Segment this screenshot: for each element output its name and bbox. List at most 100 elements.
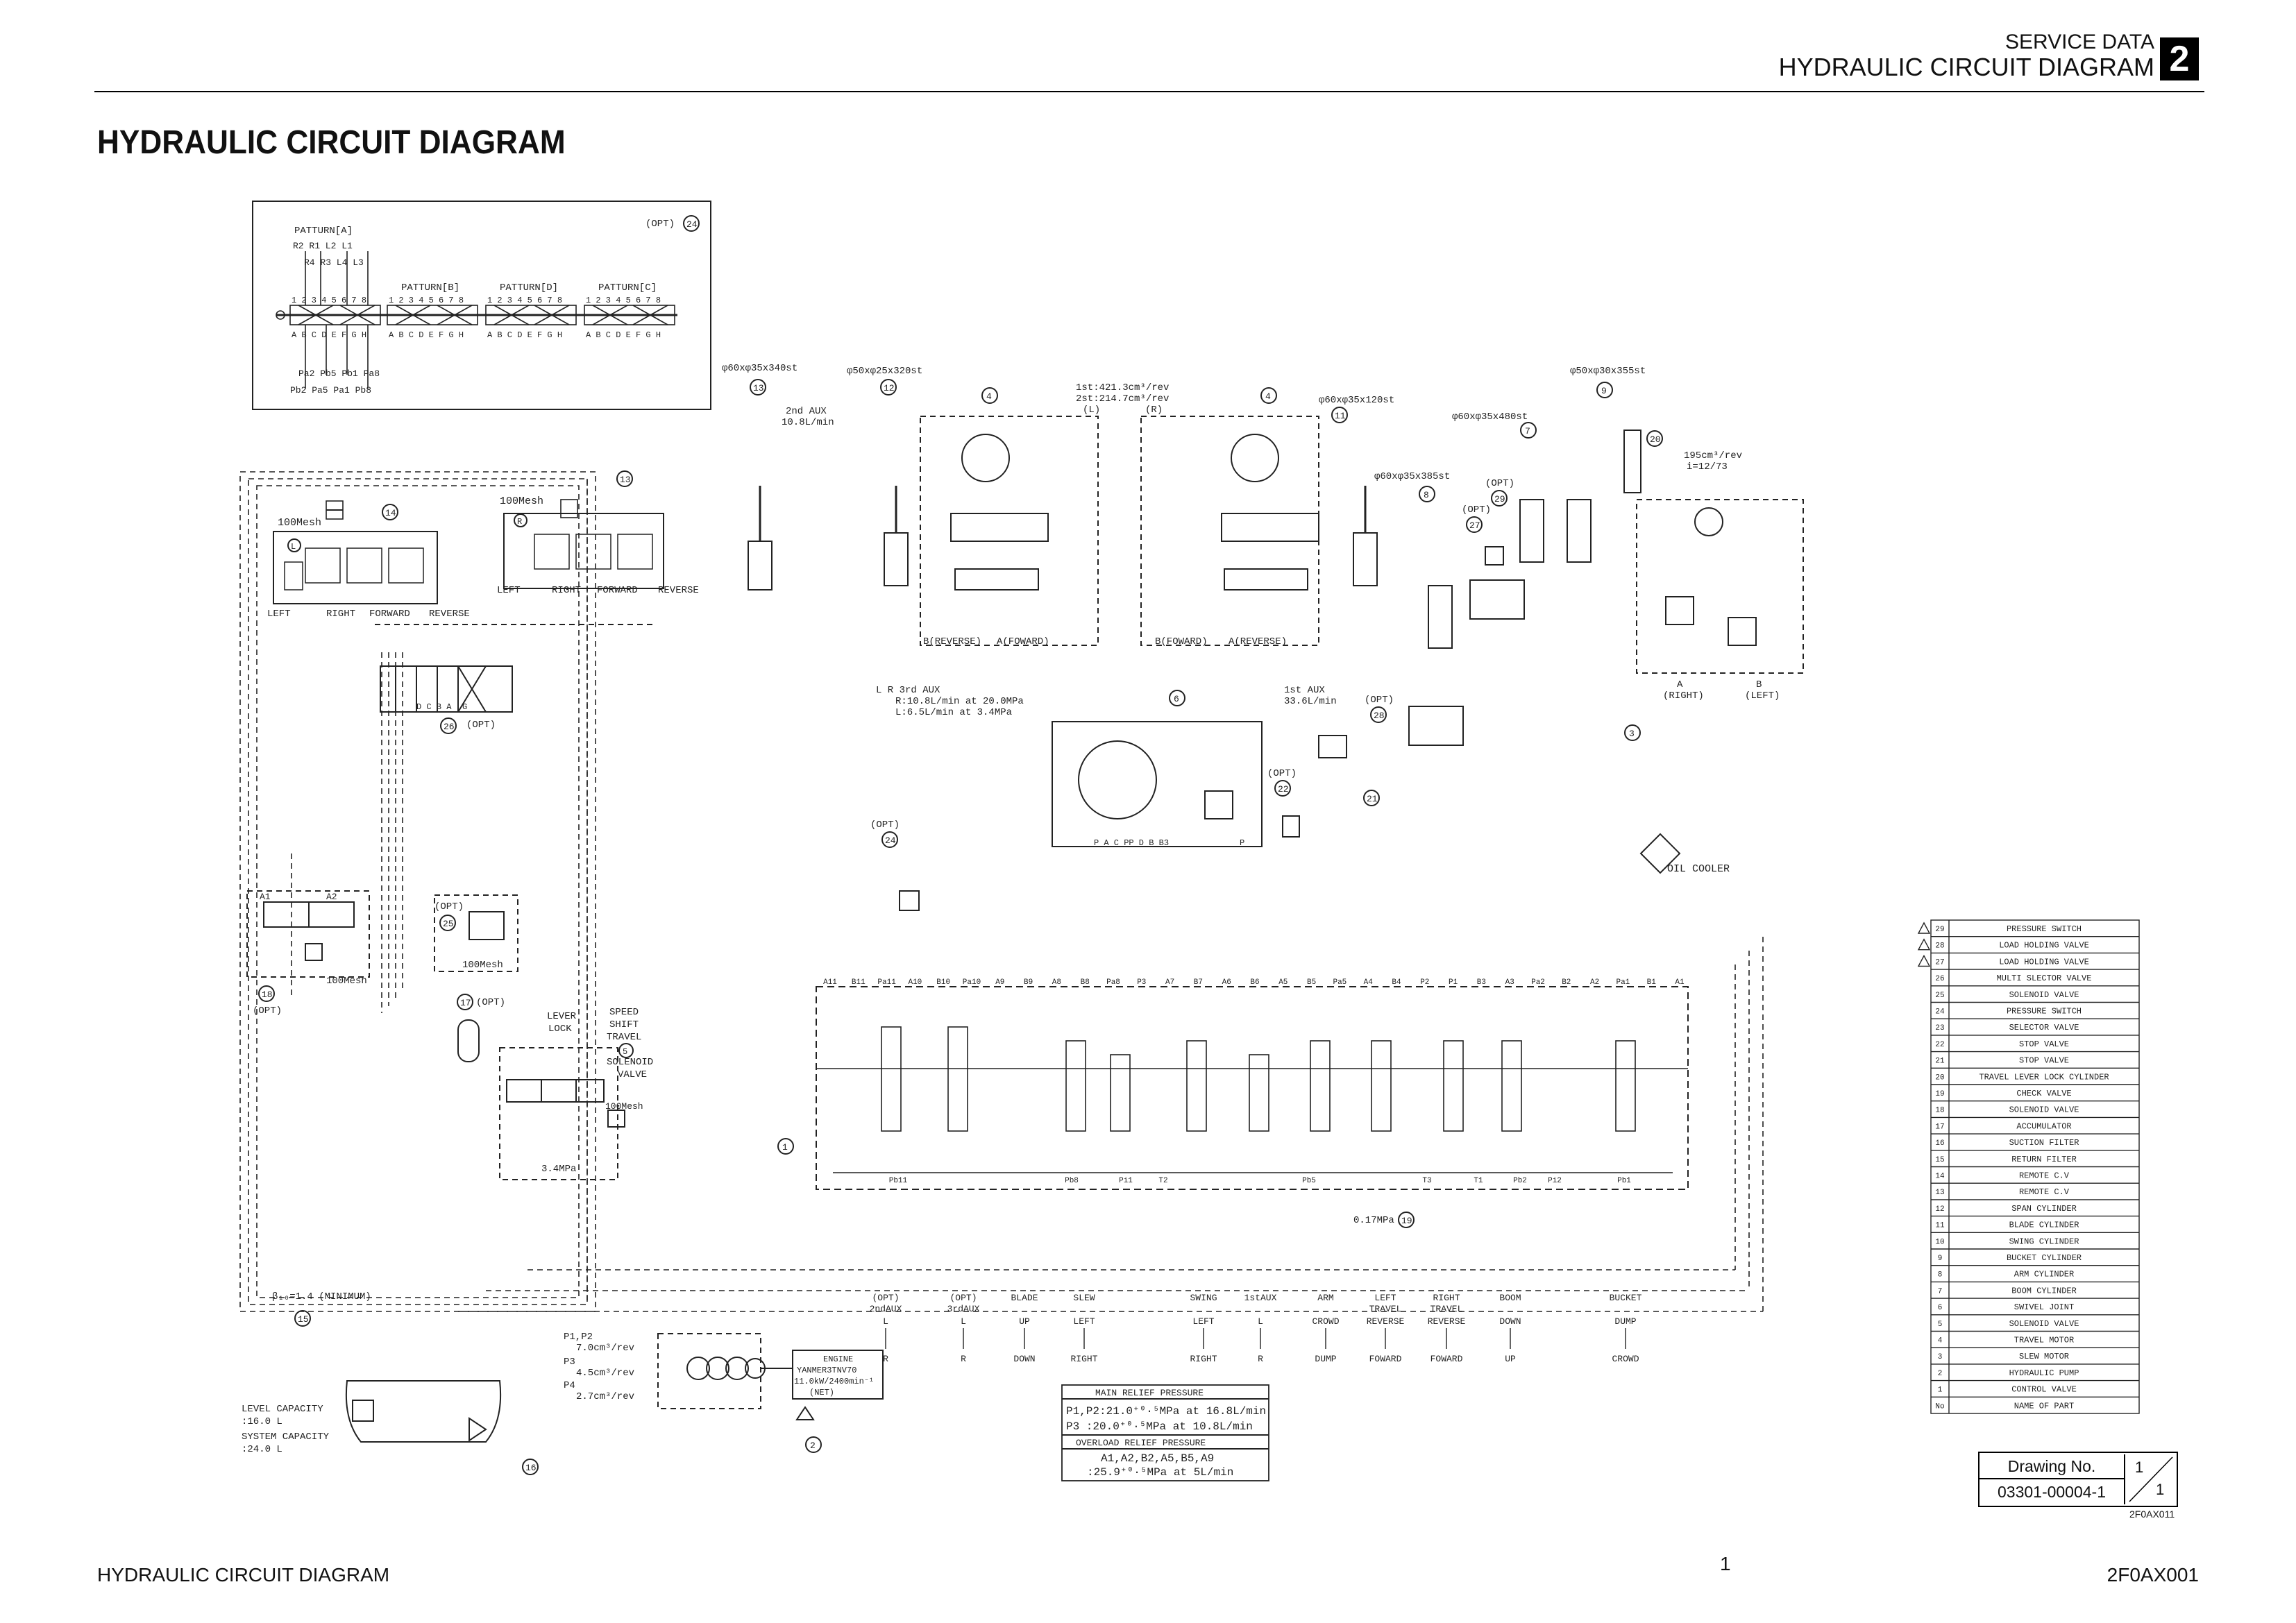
operation-up: L	[883, 1316, 888, 1327]
port-label: Pi2	[1548, 1177, 1562, 1185]
lock-label: LOCK	[548, 1023, 572, 1035]
port-label: T1	[1474, 1177, 1483, 1185]
revision-mark-icon	[1917, 938, 1931, 951]
part-number: 20	[1935, 1073, 1944, 1082]
part-name: LOAD HOLDING VALVE	[1999, 941, 2089, 951]
port-label: Pa5	[1333, 978, 1347, 987]
part-name: BOOM CYLINDER	[2011, 1286, 2077, 1295]
drawing-label: Drawing No.	[1980, 1454, 2125, 1479]
svg-text:A(REVERSE): A(REVERSE)	[1229, 636, 1287, 647]
svg-text:(OPT): (OPT)	[466, 720, 496, 731]
svg-text:P3 :20.0⁺⁰·⁵MPa at 10.8L/min: P3 :20.0⁺⁰·⁵MPa at 10.8L/min	[1066, 1420, 1253, 1433]
operation-up: LEFT	[1073, 1316, 1095, 1327]
port-label: A8	[1052, 978, 1061, 987]
svg-text:7: 7	[1525, 426, 1530, 436]
operation-up: LEFT	[1192, 1316, 1214, 1327]
part-number: 24	[1935, 1008, 1945, 1017]
svg-text::25.9⁺⁰·⁵MPa at 5L/min: :25.9⁺⁰·⁵MPa at 5L/min	[1087, 1466, 1233, 1479]
svg-text:1st:421.3cm³/rev: 1st:421.3cm³/rev	[1076, 382, 1169, 393]
sheet-top: 1	[2135, 1459, 2144, 1476]
svg-text:R:10.8L/min at 20.0MPa: R:10.8L/min at 20.0MPa	[895, 696, 1024, 707]
opt-label: (OPT)	[645, 219, 675, 230]
svg-text:φ50xφ25x320st: φ50xφ25x320st	[847, 366, 922, 377]
remote2-left-label: LEFT	[497, 585, 521, 596]
operation-title: 1stAUX	[1244, 1293, 1277, 1303]
pattern-c-label: PATTURN[C]	[598, 282, 657, 294]
part-number: 13	[1935, 1189, 1944, 1197]
pressure-017: 0.17MPa	[1353, 1215, 1394, 1226]
port-label: A3	[1505, 978, 1514, 987]
port-label: T2	[1158, 1177, 1167, 1185]
remote-cv-left: 14 100Mesh L LEFT RIGHT FORWARD REVERSE	[267, 500, 470, 620]
part-number: 15	[1935, 1156, 1944, 1164]
port-label: A5	[1278, 978, 1288, 987]
operation-down: RIGHT	[1190, 1354, 1217, 1364]
svg-text:3: 3	[1629, 729, 1635, 739]
svg-text:G: G	[462, 702, 467, 712]
svg-text:SHIFT: SHIFT	[609, 1019, 639, 1030]
footer-title: HYDRAULIC CIRCUIT DIAGRAM	[97, 1564, 390, 1586]
svg-text:P1,P2:21.0⁺⁰·⁵MPa at 16.8L/min: P1,P2:21.0⁺⁰·⁵MPa at 16.8L/min	[1066, 1405, 1266, 1418]
header-subtitle: HYDRAULIC CIRCUIT DIAGRAM	[1778, 53, 2154, 81]
svg-text:L: L	[291, 542, 296, 552]
pilot-lines	[239, 471, 1764, 1312]
svg-text:SPEED: SPEED	[609, 1007, 639, 1018]
mesh-label-right: 100Mesh	[500, 495, 543, 507]
part-name: MULTI SLECTOR VALVE	[1997, 974, 2092, 983]
operation-down: UP	[1505, 1354, 1516, 1364]
port-label: B10	[936, 978, 950, 987]
svg-text:LEVEL CAPACITY: LEVEL CAPACITY	[242, 1404, 323, 1415]
operation-subtitle: TRAVEL	[1369, 1304, 1402, 1314]
part-name: REMOTE C.V	[2019, 1187, 2070, 1197]
part-name: SWIVEL JOINT	[2014, 1302, 2074, 1312]
svg-text:9: 9	[1601, 386, 1607, 396]
remote-reverse-label: REVERSE	[429, 609, 470, 620]
svg-text:φ60xφ35x480st: φ60xφ35x480st	[1452, 411, 1528, 423]
part-name: PRESSURE SWITCH	[2007, 924, 2082, 934]
chapter-badge: 2	[2160, 37, 2199, 80]
part-number: 25	[1935, 992, 1944, 1000]
svg-text:(L): (L)	[1083, 405, 1100, 416]
svg-text:D C B A: D C B A	[416, 702, 452, 712]
part-name: SELECTOR VALVE	[2009, 1023, 2079, 1033]
svg-text:SYSTEM CAPACITY: SYSTEM CAPACITY	[242, 1431, 330, 1443]
part-name: SUCTION FILTER	[2009, 1138, 2079, 1148]
svg-text:P1,P2: P1,P2	[564, 1332, 593, 1343]
svg-text:4: 4	[986, 391, 992, 402]
sheet-indicator: 1 1	[2125, 1453, 2177, 1506]
svg-text:4.5cm³/rev: 4.5cm³/rev	[576, 1368, 634, 1379]
oil-cooler: OIL COOLER	[1639, 833, 1730, 875]
svg-text:(R): (R)	[1145, 405, 1163, 416]
port-label: Pb11	[889, 1177, 908, 1185]
remote-right-label: RIGHT	[326, 609, 355, 620]
svg-text:6: 6	[1174, 694, 1179, 704]
svg-text:28: 28	[1374, 711, 1385, 721]
pattern-bottom-a: Pa2 Pb5 Pb1 Pa8	[298, 368, 380, 379]
part-number: 2	[1938, 1370, 1943, 1378]
part-number: 3	[1938, 1353, 1943, 1361]
operation-up: REVERSE	[1428, 1316, 1466, 1327]
operation-title: (OPT)	[872, 1293, 899, 1303]
svg-text:(OPT): (OPT)	[1365, 695, 1394, 706]
svg-text:2st:214.7cm³/rev: 2st:214.7cm³/rev	[1076, 393, 1169, 405]
operation-down: R	[1258, 1354, 1263, 1364]
header-rule	[94, 91, 2204, 92]
part-name: SOLENOID VALVE	[2009, 1319, 2079, 1329]
part-number: 12	[1935, 1205, 1944, 1214]
page-title: HYDRAULIC CIRCUIT DIAGRAM	[97, 124, 566, 161]
svg-text:OIL COOLER: OIL COOLER	[1667, 863, 1730, 875]
port-label: B9	[1024, 978, 1033, 987]
port-label: T3	[1422, 1177, 1431, 1185]
svg-text:10.8L/min: 10.8L/min	[782, 417, 834, 428]
pattern-letters-b: A B C D E F G H	[389, 330, 464, 340]
svg-text:TRAVEL: TRAVEL	[607, 1032, 641, 1043]
pattern-b-label: PATTURN[B]	[401, 282, 459, 294]
part-number: 8	[1938, 1271, 1943, 1280]
svg-text:8: 8	[1424, 490, 1429, 500]
remote2-reverse-label: REVERSE	[658, 585, 699, 596]
section-label: SERVICE DATA	[2004, 31, 2154, 53]
svg-text:P3: P3	[564, 1357, 575, 1368]
port-label: P2	[1420, 978, 1429, 987]
part-name: STOP VALVE	[2019, 1056, 2069, 1066]
svg-text:(OPT): (OPT)	[870, 819, 900, 831]
